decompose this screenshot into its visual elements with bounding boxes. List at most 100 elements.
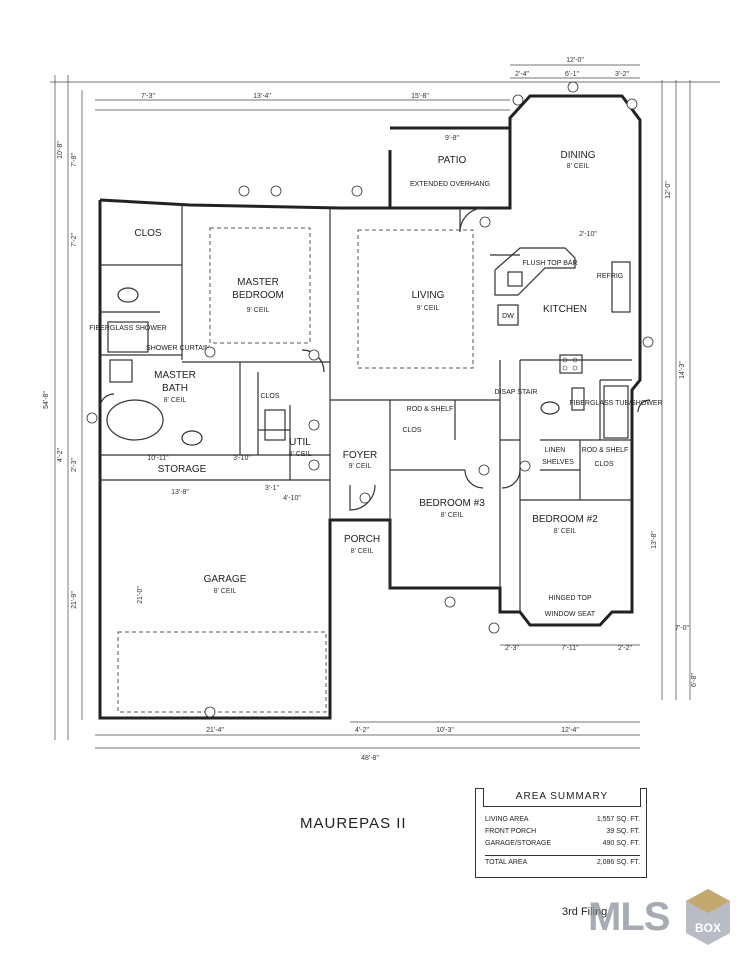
ceil-bath: 8' CEIL <box>164 397 187 404</box>
label-extended-overhang: EXTENDED OVERHANG <box>410 181 490 188</box>
label-fiberglass-shower: FIBERGLASS SHOWER <box>89 325 166 332</box>
label-master-bath-1: MASTER <box>154 370 196 381</box>
dim-bottom-c: 10'-3" <box>436 727 454 734</box>
area-value: 2,086 SQ. FT. <box>596 859 640 866</box>
area-value: 39 SQ. FT. <box>606 828 640 835</box>
dim-mid-a: 4'-2" <box>57 448 64 462</box>
area-summary: AREA SUMMARY LIVING AREA 1,557 SQ. FT. F… <box>475 788 647 878</box>
bath-fixtures <box>106 287 629 446</box>
label-storage: STORAGE <box>158 464 207 475</box>
label-util: UTIL <box>289 437 311 448</box>
dim-bed2-b: 2'-2" <box>618 645 632 652</box>
ceil-garage: 8' CEIL <box>214 588 237 595</box>
plan-title: MAUREPAS II <box>300 815 407 832</box>
label-master-1: MASTER <box>237 277 279 288</box>
area-divider <box>485 855 640 856</box>
dim-foyer-w: 3'-1" <box>265 485 279 492</box>
dim-patio-w: 9'-8" <box>445 135 459 142</box>
label-patio: PATIO <box>438 155 467 166</box>
section-tags <box>86 81 654 718</box>
kitchen-fixtures <box>494 247 631 374</box>
label-shower-curtain: SHOWER CURTAIN <box>146 345 210 352</box>
dim-storage-b: 3'-10" <box>233 455 251 462</box>
area-label: GARAGE/STORAGE <box>485 840 551 847</box>
label-dining: DINING <box>561 150 596 161</box>
dim-top-total: 12'-0" <box>566 57 584 64</box>
dim-left-b: 7'-8" <box>71 153 78 167</box>
label-bedroom3: BEDROOM #3 <box>419 498 485 509</box>
label-linen: LINEN <box>545 447 566 454</box>
dim-kitchen-w: 2'-10" <box>579 231 597 238</box>
ceil-foyer: 9' CEIL <box>349 463 372 470</box>
mls-watermark-text: MLS <box>588 895 670 939</box>
dim-row2-a: 7'-3" <box>141 93 155 100</box>
label-refrig: REFRIG <box>597 273 623 280</box>
label-shelves: SHELVES <box>542 459 574 466</box>
mls-box-letters: BOX <box>695 921 721 935</box>
ceil-living: 9' CEIL <box>417 305 440 312</box>
mls-watermark: MLS BOX <box>588 885 738 955</box>
dim-left-a: 10'-8" <box>57 141 64 159</box>
label-garage: GARAGE <box>204 574 247 585</box>
mls-box-icon: BOX <box>686 889 730 945</box>
dim-bottom-a: 21'-4" <box>206 727 224 734</box>
ceil-bedroom2: 8' CEIL <box>554 528 577 535</box>
dim-row2-b: 13'-4" <box>253 93 271 100</box>
room-labels: PATIO EXTENDED OVERHANG DINING 8' CEIL K… <box>89 150 662 618</box>
dim-left-d: 21'-9" <box>71 591 78 609</box>
label-master-bath-2: BATH <box>162 383 188 394</box>
area-value: 490 SQ. FT. <box>602 840 640 847</box>
ceil-porch: 8' CEIL <box>351 548 374 555</box>
dim-bottom-b: 4'-2" <box>355 727 369 734</box>
area-summary-title: AREA SUMMARY <box>483 788 641 807</box>
label-clos: CLOS <box>134 228 162 239</box>
label-flush-top-bar: FLUSH TOP BAR <box>522 260 577 267</box>
label-foyer: FOYER <box>343 450 377 461</box>
dim-garage-w: 13'-8" <box>171 489 189 496</box>
dim-right-c: 14'-3" <box>679 361 686 379</box>
label-porch: PORCH <box>344 534 380 545</box>
dim-top-b: 6'-1" <box>565 71 579 78</box>
exterior-walls <box>98 94 642 720</box>
label-kitchen: KITCHEN <box>543 304 587 315</box>
dim-right-a: 12'-0" <box>665 181 672 199</box>
area-label: LIVING AREA <box>485 816 529 823</box>
dim-mid-b: 2'-3" <box>71 458 78 472</box>
dim-row2-c: 15'-8" <box>411 93 429 100</box>
door-swings <box>99 207 651 511</box>
label-window-seat: WINDOW SEAT <box>545 611 596 618</box>
interior-walls <box>100 205 632 612</box>
label-rod-shelf-b3: ROD & SHELF <box>407 406 454 413</box>
dim-storage-w: 10'-11" <box>147 455 169 462</box>
dim-bed2-a: 2'-3" <box>505 645 519 652</box>
ceiling-outlines <box>117 227 474 713</box>
label-master-2: BEDROOM <box>232 290 284 301</box>
ceil-util: 8' CEIL <box>289 451 312 458</box>
area-label: FRONT PORCH <box>485 828 537 835</box>
ceil-bedroom3: 8' CEIL <box>441 512 464 519</box>
dim-left-c: 7'-2" <box>71 233 78 247</box>
dim-left-total: 54'-8" <box>43 391 50 409</box>
label-dw: DW <box>502 313 514 320</box>
dim-bottom-d: 12'-4" <box>561 727 579 734</box>
dim-top-a: 2'-4" <box>515 71 529 78</box>
dim-right-e: 7'-0" <box>675 625 689 632</box>
label-hinged-top: HINGED TOP <box>548 595 592 602</box>
area-value: 1,557 SQ. FT. <box>596 816 640 823</box>
ceil-dining: 8' CEIL <box>567 163 590 170</box>
label-clos-b3: CLOS <box>402 427 421 434</box>
dim-right-d: 6'-8" <box>691 673 698 687</box>
dim-right-b: 13'-8" <box>651 531 658 549</box>
dim-bed2-w: 7'-11" <box>561 645 579 652</box>
label-bedroom2: BEDROOM #2 <box>532 514 598 525</box>
label-disap-stair: DISAP STAIR <box>495 389 538 396</box>
label-living: LIVING <box>412 290 445 301</box>
label-rod-shelf-b2: ROD & SHELF <box>582 447 629 454</box>
area-label: TOTAL AREA <box>485 859 528 866</box>
label-clos-b2: CLOS <box>594 461 613 468</box>
dim-garage-h: 21'-0" <box>137 586 144 604</box>
label-fiberglass-tub: FIBERGLASS TUB/SHOWER <box>569 400 662 407</box>
dimension-lines <box>50 64 720 749</box>
filing-note: 3rd Filing <box>562 906 608 918</box>
